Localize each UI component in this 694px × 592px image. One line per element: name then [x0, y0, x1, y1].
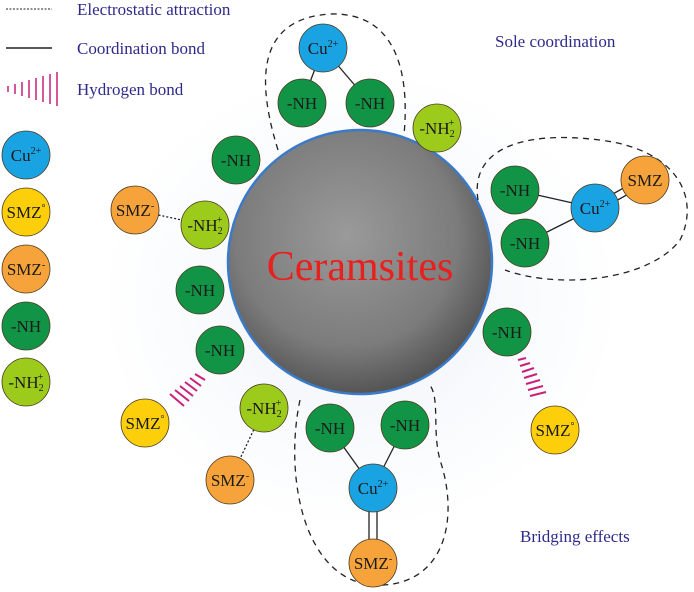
node-label: -NH [492, 323, 522, 342]
bridging-outline [294, 384, 449, 586]
node-nh: -NH [305, 403, 355, 453]
core-label: Ceramsites [267, 244, 454, 290]
node-label: Cu2+ [308, 39, 339, 58]
node-label: -NH [185, 281, 215, 300]
legend-electrostatic: Electrostatic attraction [77, 0, 231, 19]
node-smz0: SMZ° [530, 405, 580, 455]
node-nh: -NH [195, 325, 245, 375]
sole-coordination-label: Sole coordination [495, 32, 616, 51]
bridging-effects-label: Bridging effects [520, 527, 630, 546]
node-circle [205, 455, 255, 505]
node-label: -NH [11, 317, 41, 336]
legend-hydrogen: Hydrogen bond [77, 80, 184, 99]
node-nh: -NH [500, 218, 550, 268]
node-nh: -NH [482, 307, 532, 357]
legend-coordination: Coordination bond [77, 39, 205, 58]
node-label: -NH [315, 419, 345, 438]
legend-node-nh: -NH [1, 301, 51, 351]
node-label: SMZ [628, 171, 663, 190]
node-label: SMZ- [211, 471, 249, 490]
node-label: -NH [205, 341, 235, 360]
node-circle [570, 183, 620, 233]
node-label: SMZ° [7, 203, 46, 222]
node-nh: -NH [175, 265, 225, 315]
node-circle [530, 405, 580, 455]
node-smz0: SMZ° [120, 398, 170, 448]
node-label: -NH [355, 94, 385, 113]
node-nh: -NH [345, 78, 395, 128]
legend-node-cu: Cu2+ [1, 130, 51, 180]
node-circle [277, 78, 327, 128]
node-smzm: SMZ- [348, 538, 398, 588]
node-cu: Cu2+ [348, 463, 398, 513]
node-nh: -NH [380, 400, 430, 450]
node-circle [482, 307, 532, 357]
node-smz: SMZ [620, 155, 670, 205]
node-circle [345, 78, 395, 128]
hbond-right [517, 357, 547, 397]
node-nh: -NH [211, 135, 261, 185]
node-label: -NH [287, 94, 317, 113]
node-label: Cu2+ [580, 199, 611, 218]
node-label: -NH [510, 234, 540, 253]
node-label: SMZ° [126, 414, 165, 433]
node-circle [1, 301, 51, 351]
node-label: SMZ- [7, 260, 45, 279]
node-label: -NH2+ [187, 215, 222, 237]
node-circle [298, 23, 348, 73]
node-label: -NH2+ [8, 372, 43, 394]
node-label: SMZ- [116, 201, 154, 220]
node-circle [175, 265, 225, 315]
node-circle [305, 403, 355, 453]
node-label: Cu2+ [11, 146, 42, 165]
node-circle [348, 538, 398, 588]
node-nh: -NH [490, 165, 540, 215]
node-label: SMZ- [354, 554, 392, 573]
legend-hbond-icon [7, 72, 58, 106]
node-circle [180, 200, 230, 250]
node-label: SMZ° [536, 421, 575, 440]
node-circle [120, 398, 170, 448]
hbond-left [169, 373, 206, 407]
legend-node-smz0: SMZ° [1, 187, 51, 237]
node-circle [620, 155, 670, 205]
right-coordination-outline [476, 136, 688, 281]
sole-coordination-outline [265, 13, 406, 151]
node-circle [239, 383, 289, 433]
node-circle [1, 130, 51, 180]
node-nh2: -NH2+ [180, 200, 230, 250]
node-circle [1, 187, 51, 237]
ceramsite-core [226, 128, 494, 396]
node-circle [490, 165, 540, 215]
node-label: -NH2+ [246, 398, 281, 420]
legend-node-smzm: SMZ- [1, 244, 51, 294]
node-circle [500, 218, 550, 268]
node-circle [348, 463, 398, 513]
node-smzm: SMZ- [205, 455, 255, 505]
node-circle [380, 400, 430, 450]
node-cu: Cu2+ [298, 23, 348, 73]
node-nh2: -NH2+ [412, 103, 462, 153]
node-nh: -NH [277, 78, 327, 128]
node-smzm: SMZ- [110, 185, 160, 235]
node-circle [1, 244, 51, 294]
node-label: -NH2+ [419, 118, 454, 140]
node-label: -NH [500, 181, 530, 200]
node-label: -NH [221, 151, 251, 170]
node-nh2: -NH2+ [239, 383, 289, 433]
node-circle [412, 103, 462, 153]
node-circle [211, 135, 261, 185]
node-circle [195, 325, 245, 375]
legend-node-nh2: -NH2+ [1, 357, 51, 407]
node-cu: Cu2+ [570, 183, 620, 233]
node-circle [1, 357, 51, 407]
node-label: -NH [390, 416, 420, 435]
node-circle [110, 185, 160, 235]
node-label: Cu2+ [358, 479, 389, 498]
